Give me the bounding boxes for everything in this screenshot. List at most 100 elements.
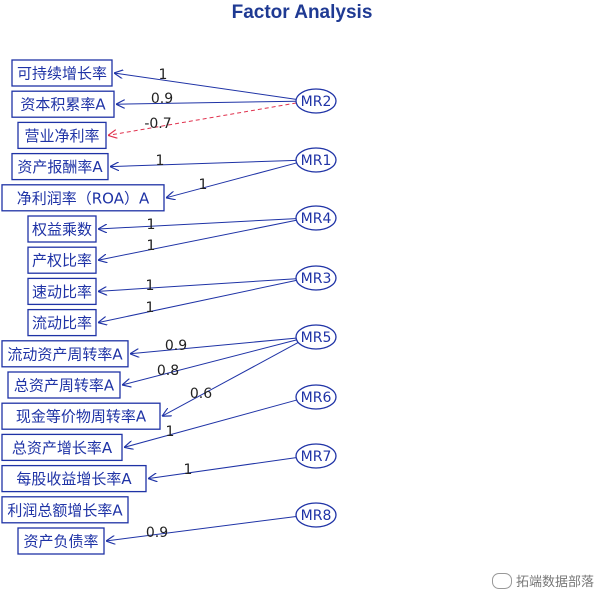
- loading-value-label: 1: [199, 177, 208, 193]
- loading-value-label: 1: [147, 238, 156, 254]
- variable-label: 资本积累率A: [20, 96, 106, 114]
- loading-edge: [110, 159, 297, 166]
- factor-node: MR4: [295, 205, 337, 231]
- watermark: 拓端数据部落: [491, 571, 594, 590]
- variable-label: 流动资产周转率A: [7, 345, 123, 363]
- loading-edge: [98, 279, 297, 322]
- variable-label: 总资产增长率A: [12, 439, 113, 457]
- loading-edge: [114, 73, 297, 100]
- variable-box: [1, 340, 129, 368]
- factor-node: MR3: [295, 265, 337, 291]
- loading-value-label: 1: [146, 300, 155, 316]
- variable-box: [1, 433, 123, 462]
- variable-node: 净利润率（ROA）A: [1, 184, 165, 212]
- variable-node: 速动比率: [27, 277, 97, 306]
- factor-label: MR6: [301, 390, 332, 406]
- factor-ellipse: [295, 88, 337, 114]
- factor-label: MR2: [301, 94, 332, 110]
- factor-node: MR7: [295, 443, 337, 469]
- factor-ellipse: [295, 502, 337, 528]
- variable-node: 资产负债率: [17, 527, 105, 555]
- variable-box: [1, 464, 147, 493]
- variable-label: 总资产周转率A: [14, 377, 115, 395]
- wechat-icon: [491, 572, 512, 589]
- loading-value-label: 0.8: [157, 363, 179, 379]
- variable-box: [7, 371, 121, 399]
- variable-box: [11, 152, 109, 181]
- loading-edges: [98, 73, 299, 541]
- variable-box: [27, 215, 97, 243]
- loading-edge: [116, 101, 297, 104]
- variable-node: 利润总额增长率A: [1, 496, 129, 524]
- variable-box: [17, 121, 107, 150]
- variable-label: 可持续增长率: [17, 65, 107, 83]
- variable-node: 可持续增长率: [11, 59, 113, 87]
- variable-node: 现金等价物周转率A: [1, 402, 161, 430]
- watermark-text: 拓端数据部落: [515, 575, 594, 590]
- variable-label: 净利润率（ROA）A: [17, 189, 150, 207]
- factor-label: MR1: [301, 153, 332, 169]
- variable-label: 速动比率: [32, 283, 92, 301]
- variable-node: 资本积累率A: [11, 90, 115, 118]
- factor-node: MR1: [295, 147, 337, 173]
- factor-label: MR8: [301, 508, 332, 524]
- factor-label: MR5: [301, 330, 332, 346]
- variable-node: 总资产增长率A: [1, 433, 123, 462]
- factor-ellipse: [295, 324, 337, 350]
- loading-edge: [98, 219, 297, 260]
- variable-box: [1, 402, 161, 430]
- variable-node: 资产报酬率A: [11, 152, 109, 181]
- loading-value-label: 0.6: [190, 386, 212, 402]
- loading-edge: [130, 337, 297, 354]
- variable-node: 流动比率: [27, 308, 97, 337]
- loading-value-label: 0.9: [151, 91, 173, 107]
- factor-ellipse: [295, 443, 337, 469]
- loading-edge: [108, 102, 297, 135]
- variable-node: 权益乘数: [27, 215, 97, 243]
- variable-box: [27, 246, 97, 274]
- loading-edge: [162, 342, 299, 416]
- loading-value-label: 1: [146, 278, 155, 294]
- factor-ellipse: [295, 205, 337, 231]
- loading-value-label: 0.9: [165, 338, 187, 354]
- variable-label: 权益乘数: [32, 221, 92, 239]
- loading-value-label: 1: [184, 462, 193, 478]
- factor-node: MR8: [295, 502, 337, 528]
- variable-box: [11, 59, 113, 87]
- variable-node: 流动资产周转率A: [1, 340, 129, 368]
- variable-node: 产权比率: [27, 246, 97, 274]
- variable-label: 每股收益增长率A: [16, 470, 132, 488]
- variable-box: [1, 496, 129, 524]
- variable-box: [27, 308, 97, 337]
- variable-box: [11, 90, 115, 118]
- factor-ellipse: [295, 265, 337, 291]
- loading-edge: [98, 278, 297, 292]
- factor-node: MR6: [295, 384, 337, 410]
- variable-box: [27, 277, 97, 306]
- factor-label: MR3: [301, 271, 332, 287]
- variable-label: 利润总额增长率A: [7, 501, 123, 519]
- factor-label: MR7: [301, 449, 332, 465]
- loading-value-label: 0.9: [146, 525, 168, 541]
- factor-label: MR4: [301, 211, 332, 227]
- factor-node: MR2: [295, 88, 337, 114]
- loading-value-label: 1: [159, 67, 168, 83]
- variable-label: 资产报酬率A: [17, 158, 103, 176]
- diagram-title: Factor Analysis: [232, 2, 373, 23]
- loading-value-label: 1: [166, 424, 175, 440]
- variable-node: 总资产周转率A: [7, 371, 121, 399]
- loading-edge: [166, 162, 297, 198]
- loading-edge: [124, 399, 297, 447]
- variable-node: 每股收益增长率A: [1, 464, 147, 493]
- loading-value-label: 1: [147, 217, 156, 233]
- factor-ellipse: [295, 147, 337, 173]
- variable-box: [1, 184, 165, 212]
- variable-label: 现金等价物周转率A: [16, 408, 147, 426]
- variable-label: 资产负债率: [23, 533, 98, 551]
- variable-label: 流动比率: [32, 314, 92, 332]
- loading-value-label: 1: [156, 153, 165, 169]
- variable-node: 营业净利率: [17, 121, 107, 150]
